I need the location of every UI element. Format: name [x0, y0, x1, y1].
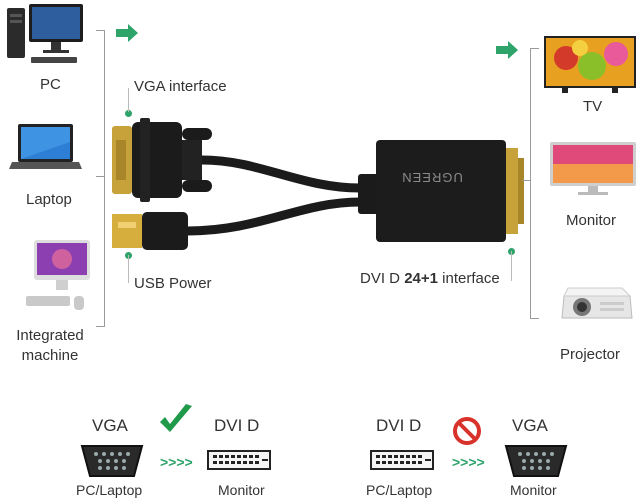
- check-icon: [158, 404, 194, 438]
- compat-left-arrows: >>>>: [160, 454, 193, 470]
- dvi-suffix: interface: [437, 270, 500, 287]
- tv-label: TV: [583, 98, 603, 115]
- compat-left-from-sub: PC/Laptop: [76, 482, 143, 498]
- dvi-port-icon-2: [370, 450, 434, 470]
- right-bracket: [530, 48, 531, 318]
- compat-right-to-sub: Monitor: [510, 482, 557, 498]
- compat-right-from: DVI D: [376, 416, 422, 435]
- tv-illustration: [544, 36, 636, 94]
- laptop-illustration: [8, 122, 83, 174]
- left-bracket-mid: [96, 176, 105, 177]
- usb-power-label: USB Power: [134, 275, 212, 292]
- compat-right-arrows: >>>>: [452, 454, 485, 470]
- prohibited-icon: [452, 416, 482, 446]
- right-bracket-bottom: [530, 318, 539, 319]
- vga-port-icon: [80, 444, 144, 478]
- vga-dot: [125, 110, 132, 117]
- compat-left-from: VGA: [92, 416, 128, 435]
- laptop-label: Laptop: [26, 191, 72, 208]
- integrated-line1: Integrated: [16, 327, 84, 344]
- compat-right-from-sub: PC/Laptop: [366, 482, 433, 498]
- arrow-right-icon-2: [496, 41, 520, 59]
- left-bracket: [104, 30, 105, 326]
- compat-left-to: DVI D: [214, 416, 260, 435]
- dvi-prefix: DVI D: [360, 270, 405, 287]
- compat-left-to-sub: Monitor: [218, 482, 265, 498]
- pc-label: PC: [40, 76, 61, 93]
- integrated-machine-illustration: [24, 238, 94, 314]
- dvi-interface-label: DVI D 24+1 interface: [360, 270, 500, 287]
- integrated-line2: machine: [21, 347, 79, 364]
- monitor-illustration: [550, 142, 636, 196]
- adapter-brand: UGREEN: [401, 170, 463, 185]
- monitor-label: Monitor: [566, 212, 617, 229]
- adapter-cable-illustration: [110, 118, 530, 268]
- integrated-machine-label: Integrated machine: [10, 326, 90, 366]
- usb-callout-line: [128, 255, 129, 283]
- dvi-pins: 24+1: [404, 270, 438, 287]
- right-bracket-top: [530, 48, 539, 49]
- compat-right-to: VGA: [512, 416, 548, 435]
- vga-interface-label: VGA interface: [134, 78, 227, 95]
- projector-illustration: [560, 284, 634, 324]
- arrow-right-icon: [116, 24, 140, 42]
- vga-callout-line: [128, 88, 129, 112]
- left-bracket-bottom: [96, 326, 105, 327]
- pc-illustration: [5, 2, 87, 66]
- projector-label: Projector: [560, 346, 621, 363]
- dvi-port-icon: [207, 450, 271, 470]
- left-bracket-top: [96, 30, 105, 31]
- dvi-callout-line: [511, 251, 512, 281]
- right-bracket-mid: [522, 180, 531, 181]
- vga-port-icon-2: [504, 444, 568, 478]
